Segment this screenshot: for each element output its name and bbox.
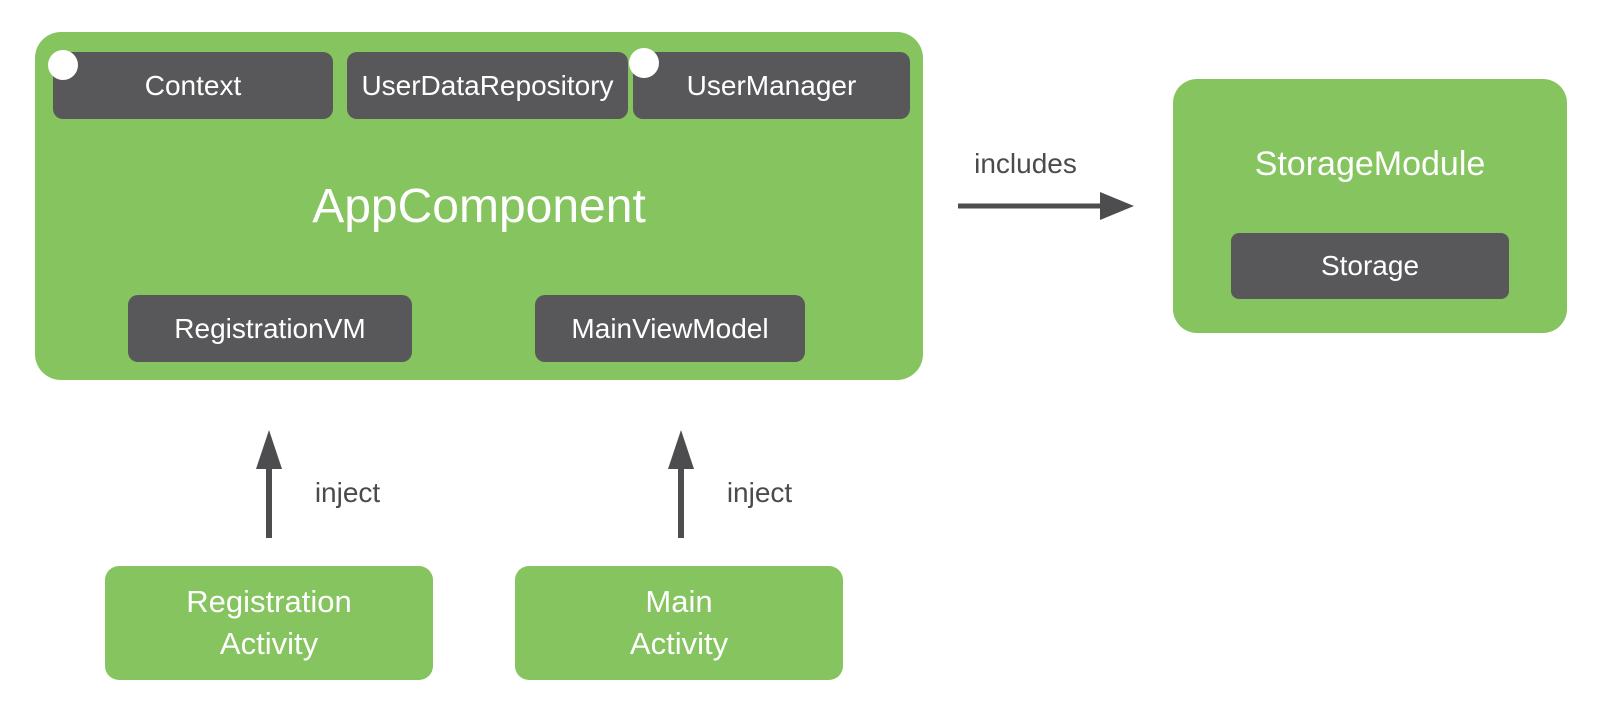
main-activity-label-line1: Main xyxy=(645,584,713,619)
node-usermanager-label: UserManager xyxy=(686,69,857,101)
node-storage-label: Storage xyxy=(1320,250,1420,281)
app-component-title: AppComponent xyxy=(312,180,646,233)
node-registrationvm-label: RegistrationVM xyxy=(174,312,366,344)
includes-edge-label: includes xyxy=(974,148,1077,179)
main-activity-label-line2: Activity xyxy=(629,626,729,661)
node-userdatarepository-label: UserDataRepository xyxy=(361,69,614,101)
storage-module-box: StorageModule Storage xyxy=(1173,79,1567,333)
inject-arrow-up-icon xyxy=(668,430,694,538)
registration-activity-box: Registration Activity xyxy=(105,566,433,680)
main-activity-box: Main Activity xyxy=(515,566,843,680)
registration-activity-label-line1: Registration xyxy=(186,584,352,619)
white-dot-icon xyxy=(629,48,659,78)
registration-activity-label-line2: Activity xyxy=(219,626,319,661)
node-context: Context xyxy=(53,52,333,119)
node-usermanager: UserManager xyxy=(633,52,910,119)
node-userdatarepository: UserDataRepository xyxy=(347,52,628,119)
inject-edge-label-registration: inject xyxy=(314,477,381,508)
node-registrationvm: RegistrationVM xyxy=(128,295,412,362)
includes-arrow-right-icon xyxy=(958,192,1134,220)
storage-module-title: StorageModule xyxy=(1254,145,1486,183)
app-component-box: Context UserDataRepository UserManager A… xyxy=(35,32,923,380)
white-dot-icon xyxy=(48,50,78,80)
node-storage: Storage xyxy=(1231,233,1509,299)
inject-edge-label-main: inject xyxy=(726,477,793,508)
inject-arrow-up-icon xyxy=(256,430,282,538)
node-context-label: Context xyxy=(144,69,242,101)
node-mainviewmodel-label: MainViewModel xyxy=(571,312,769,344)
node-mainviewmodel: MainViewModel xyxy=(535,295,805,362)
